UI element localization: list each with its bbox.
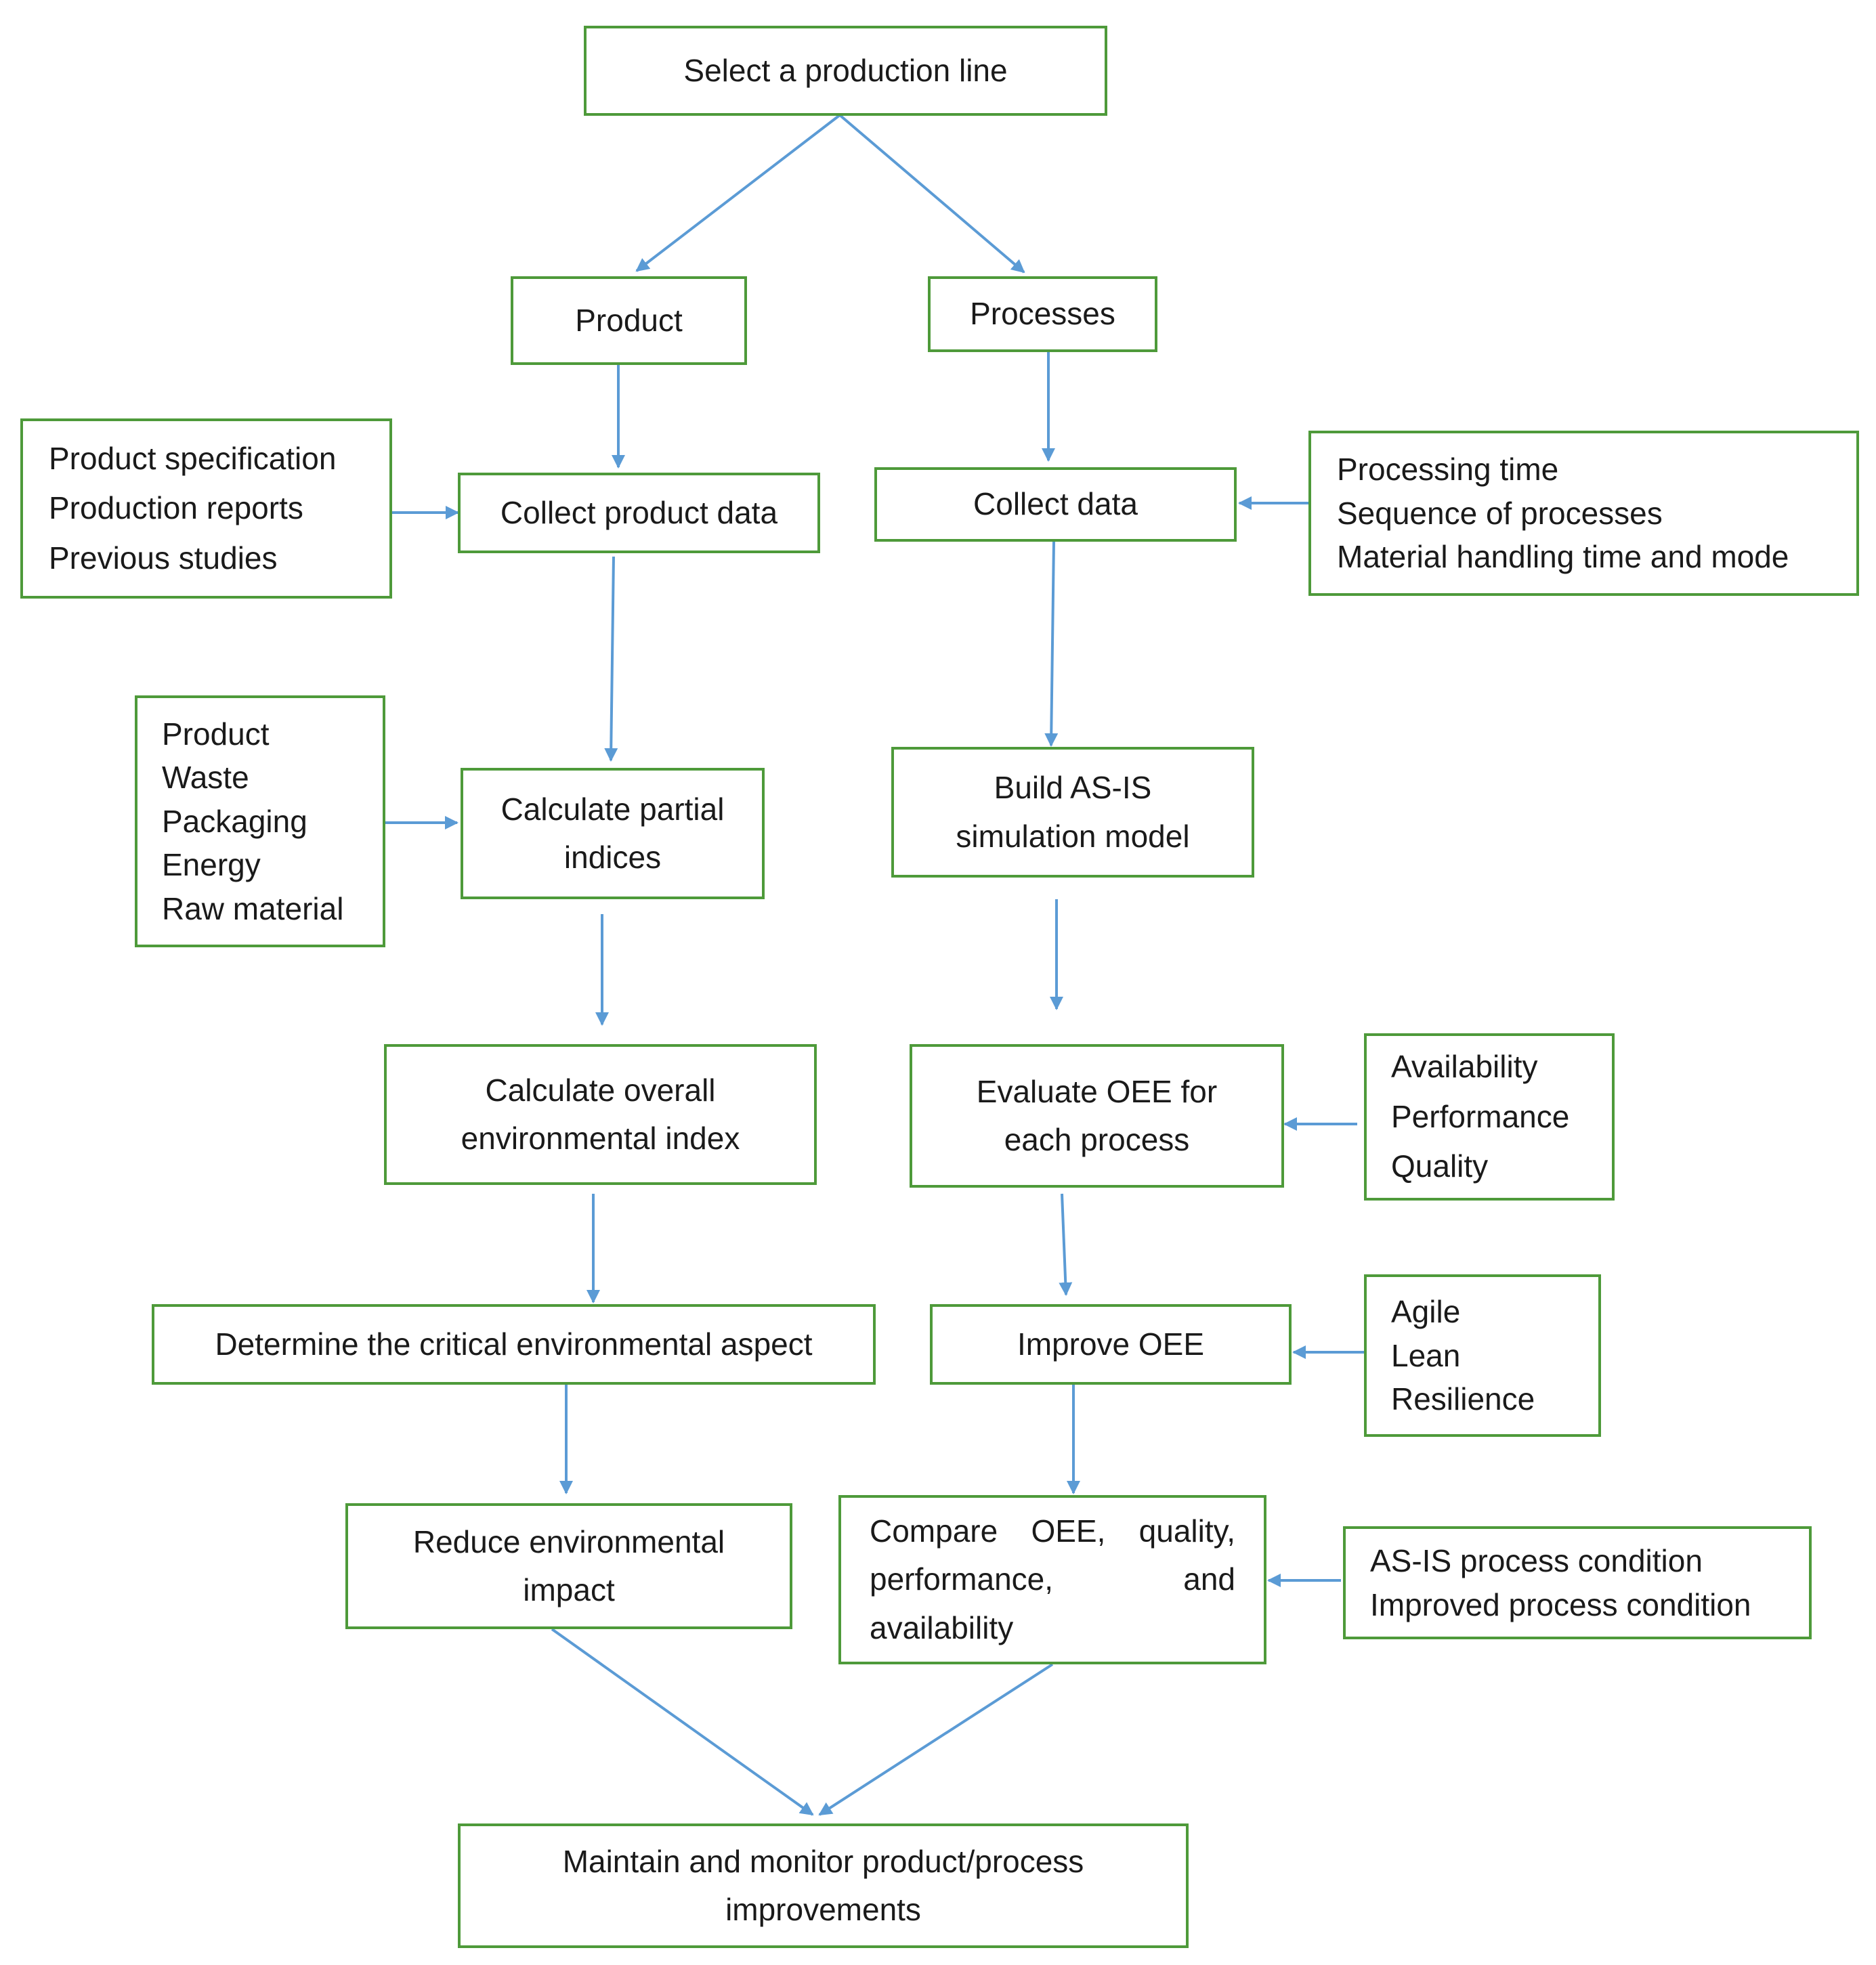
- factor-availability: Availability: [1391, 1049, 1538, 1085]
- process-data-box: Processing time Sequence of processes Ma…: [1308, 431, 1859, 596]
- compare-box: Compare OEE, quality, performance, and a…: [838, 1495, 1266, 1664]
- reduce-impact-label: Reduce environmental impact: [412, 1524, 725, 1607]
- process-data-material-handling: Material handling time and mode: [1337, 539, 1789, 575]
- source-previous-studies: Previous studies: [49, 540, 278, 576]
- product-box: Product: [511, 276, 747, 365]
- improve-oee-label: Improve OEE: [1017, 1326, 1205, 1362]
- calc-overall-index-box: Calculate overall environmental index: [384, 1044, 817, 1185]
- source-product-specification: Product specification: [49, 440, 337, 476]
- conditions-box: AS-IS process condition Improved process…: [1343, 1526, 1812, 1639]
- improvement-approaches-box: Agile Lean Resilience: [1364, 1274, 1601, 1437]
- index-energy: Energy: [162, 847, 261, 883]
- source-production-reports: Production reports: [49, 490, 303, 526]
- factor-performance: Performance: [1391, 1098, 1570, 1134]
- index-waste: Waste: [162, 760, 249, 796]
- processes-box: Processes: [928, 276, 1157, 352]
- approach-resilience: Resilience: [1391, 1381, 1535, 1417]
- evaluate-oee-label: Evaluate OEE for each process: [976, 1073, 1218, 1157]
- partial-indices-box: Product Waste Packaging Energy Raw mater…: [135, 695, 385, 947]
- oee-factors-box: Availability Performance Quality: [1364, 1033, 1615, 1201]
- select-production-line-label: Select a production line: [683, 52, 1008, 88]
- arrow-collect-product-data-to-calc-partial: [604, 556, 618, 762]
- process-data-sequence: Sequence of processes: [1337, 495, 1663, 531]
- maintain-monitor-label: Maintain and monitor product/process imp…: [562, 1843, 1084, 1927]
- product-sources-box: Product specification Production reports…: [20, 418, 392, 599]
- collect-product-data-label: Collect product data: [500, 494, 778, 530]
- improve-oee-box: Improve OEE: [930, 1304, 1292, 1385]
- calc-partial-indices-label: Calculate partial indices: [500, 791, 725, 875]
- arrow-select-to-product: [635, 114, 841, 272]
- product-label: Product: [575, 302, 683, 338]
- process-data-processing-time: Processing time: [1337, 452, 1559, 488]
- factor-quality: Quality: [1391, 1148, 1489, 1184]
- select-production-line-box: Select a production line: [584, 26, 1107, 116]
- processes-label: Processes: [970, 296, 1115, 332]
- arrow-select-to-processes: [838, 114, 1025, 274]
- index-product: Product: [162, 716, 270, 752]
- collect-product-data-box: Collect product data: [458, 473, 820, 553]
- arrow-collect-data-to-build-asis: [1044, 541, 1059, 747]
- approach-lean: Lean: [1391, 1337, 1461, 1373]
- compare-label: Compare OEE, quality, performance, and a…: [870, 1513, 1235, 1645]
- arrow-reduce-impact-to-maintain: [551, 1628, 814, 1816]
- condition-asis: AS-IS process condition: [1370, 1543, 1703, 1579]
- build-asis-model-box: Build AS-IS simulation model: [891, 747, 1254, 878]
- approach-agile: Agile: [1391, 1294, 1461, 1330]
- critical-aspect-label: Determine the critical environmental asp…: [215, 1326, 813, 1362]
- index-packaging: Packaging: [162, 803, 307, 839]
- arrow-compare-to-maintain: [818, 1663, 1054, 1816]
- build-asis-model-label: Build AS-IS simulation model: [956, 770, 1190, 854]
- reduce-impact-box: Reduce environmental impact: [345, 1503, 792, 1629]
- evaluate-oee-box: Evaluate OEE for each process: [910, 1044, 1284, 1188]
- collect-data-label: Collect data: [973, 486, 1138, 522]
- calc-partial-indices-box: Calculate partial indices: [461, 768, 765, 899]
- maintain-monitor-box: Maintain and monitor product/process imp…: [458, 1823, 1189, 1948]
- collect-data-box: Collect data: [874, 467, 1237, 542]
- critical-aspect-box: Determine the critical environmental asp…: [152, 1304, 876, 1385]
- calc-overall-index-label: Calculate overall environmental index: [461, 1072, 740, 1156]
- arrow-evaluate-oee-to-improve-oee: [1059, 1193, 1073, 1296]
- condition-improved: Improved process condition: [1370, 1586, 1751, 1622]
- index-raw-material: Raw material: [162, 890, 344, 926]
